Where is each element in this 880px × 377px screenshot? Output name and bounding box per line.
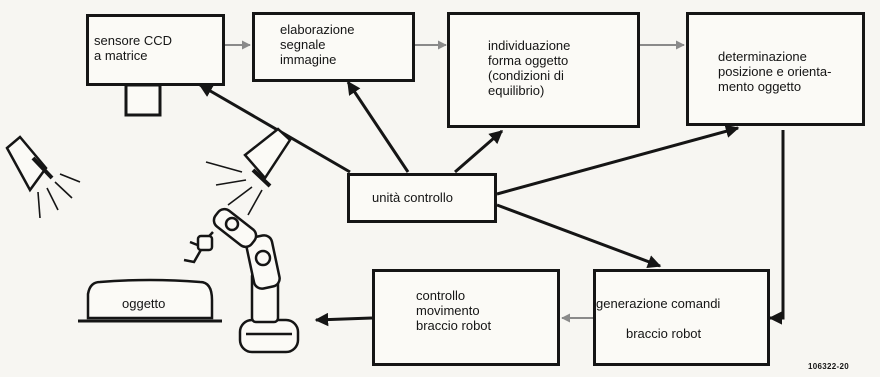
- arrow-control-to-commands: [496, 203, 662, 269]
- arrow-control-to-processing: [346, 80, 410, 173]
- processing-block: [252, 12, 415, 82]
- position-label: determinazione posizione e orienta- ment…: [718, 49, 832, 94]
- spotlight-icon: [5, 135, 81, 219]
- processing-label: elaborazione segnale immagine: [280, 22, 355, 67]
- movement-block: [372, 269, 560, 366]
- arrow-control-to-shape: [454, 129, 504, 174]
- figure-code: 106322-20: [808, 362, 849, 371]
- object-shape: [86, 278, 214, 320]
- arrow-position-to-commands: [768, 130, 785, 325]
- shape-label: individuazione forma oggetto (condizioni…: [488, 38, 571, 98]
- control-unit-block: [347, 173, 497, 223]
- arrow-control-to-sensor: [198, 83, 351, 174]
- arrow-movement-to-robot: [314, 312, 373, 327]
- movement-label: controllo movimento braccio robot: [416, 288, 492, 333]
- commands-block: [593, 269, 770, 366]
- commands-label-line2: braccio robot: [626, 326, 702, 341]
- spotlight-icon: [205, 127, 292, 216]
- camera-lens-icon: [124, 83, 162, 117]
- sensor-label: sensore CCD a matrice: [94, 33, 173, 63]
- commands-label-line1: generazione comandi: [596, 296, 721, 311]
- shape-block: [447, 12, 640, 128]
- position-block: [686, 12, 865, 126]
- object-label: oggetto: [122, 296, 166, 311]
- robot-arm-icon: [183, 207, 300, 354]
- arrow-control-to-position: [496, 124, 740, 196]
- control-unit-label: unità controllo: [372, 190, 453, 205]
- sensor-block: [86, 14, 225, 86]
